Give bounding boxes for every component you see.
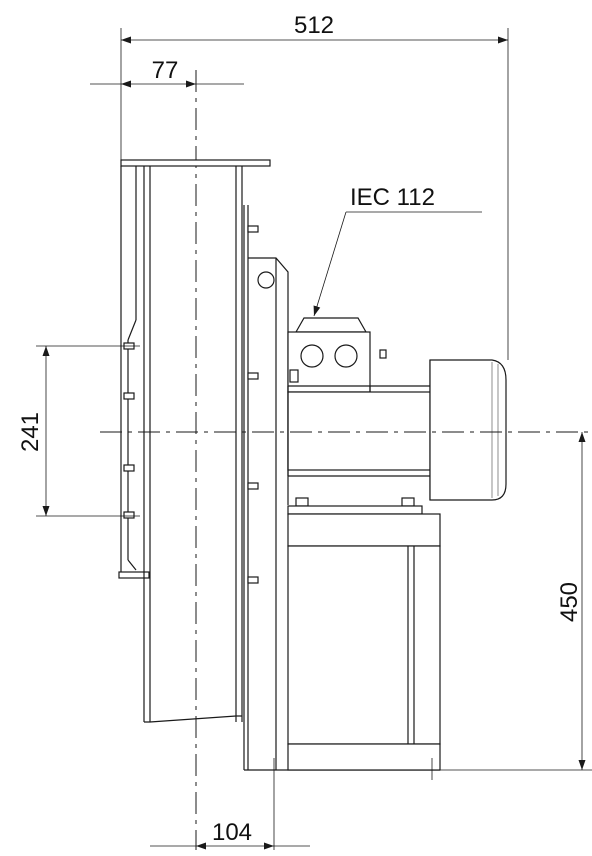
- motor-foot-plate: [287, 505, 423, 515]
- dimension-512: 512: [120, 12, 509, 360]
- terminal-box: [287, 331, 371, 393]
- dimension-512-label: 512: [294, 12, 334, 39]
- motor-callout-label: IEC 112: [350, 184, 435, 211]
- lifting-eye: [257, 271, 275, 289]
- dimension-104-label: 104: [212, 819, 252, 846]
- motor-callout: IEC 112: [313, 184, 482, 317]
- flange-bolts: [123, 342, 135, 519]
- dimension-241: 241: [17, 345, 140, 517]
- cable-gland-right: [334, 344, 358, 368]
- dimension-77-label: 77: [152, 57, 179, 84]
- dimension-77: 77: [90, 57, 244, 88]
- cable-gland-left: [300, 344, 324, 368]
- motor-fan-cover: [429, 359, 507, 501]
- dimension-104: 104: [150, 758, 433, 850]
- motor: [287, 317, 507, 515]
- dimension-450: 450: [440, 432, 592, 771]
- fan-housing: [118, 159, 271, 770]
- dimension-450-label: 450: [556, 582, 583, 622]
- pedestal: [287, 513, 441, 771]
- dimension-241-label: 241: [17, 412, 44, 452]
- terminal-box-lid: [294, 317, 368, 333]
- backplate-bolts: [247, 225, 259, 584]
